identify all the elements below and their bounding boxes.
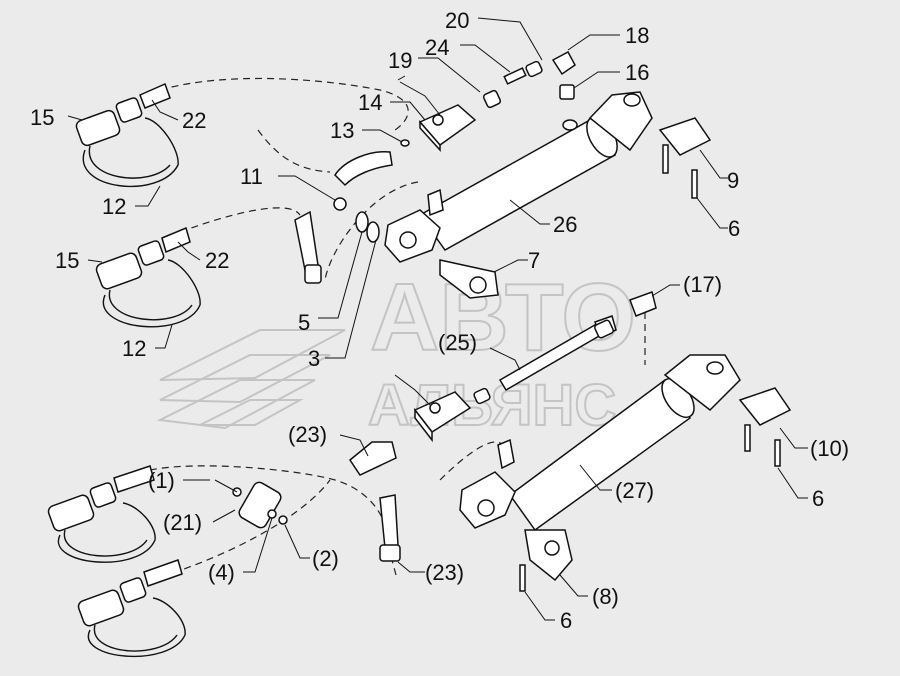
pins: [439, 117, 792, 592]
label-6b: 6: [812, 486, 824, 511]
part-labels: 20 18 24 19 16 14 15 22 13 9 11 12 26 6 …: [30, 8, 849, 633]
coupler-4: [77, 559, 186, 658]
coupler-3: [47, 465, 156, 563]
label-11: 11: [240, 164, 263, 189]
label-1: (1): [148, 468, 175, 493]
label-12a: 12: [102, 194, 126, 219]
label-19: 19: [388, 48, 412, 73]
coupler-2: [95, 226, 201, 328]
label-10: (10): [810, 436, 849, 461]
label-16: 16: [625, 60, 649, 85]
label-23a: (23): [288, 422, 327, 447]
label-12b: 12: [122, 336, 146, 361]
label-27: (27): [615, 478, 654, 503]
hose-b: [257, 129, 331, 173]
label-23b: (23): [425, 560, 464, 585]
hose-i: [391, 559, 397, 576]
watermark-line2: АЛЬЯНС: [368, 373, 616, 438]
cylinder-27: [459, 354, 741, 532]
hose-a: [159, 77, 409, 131]
label-22b: 22: [205, 248, 229, 273]
label-26: 26: [553, 212, 577, 237]
watermark-logo-mark: [156, 329, 346, 430]
watermark: АВТО АЛЬЯНС: [156, 263, 637, 439]
label-4: (4): [208, 560, 235, 585]
label-20: 20: [445, 8, 469, 33]
valve-upper: [397, 75, 477, 152]
label-9: 9: [727, 168, 739, 193]
label-24: 24: [425, 35, 449, 60]
label-22a: 22: [182, 108, 206, 133]
fittings: [214, 50, 657, 562]
label-6a: 6: [728, 216, 740, 241]
hose-d: [179, 207, 301, 233]
label-21: (21): [163, 510, 202, 535]
label-17: (17): [683, 272, 722, 297]
hose-e: [149, 465, 387, 541]
label-18: 18: [625, 23, 649, 48]
label-2: (2): [312, 546, 339, 571]
label-5: 5: [298, 310, 310, 335]
leader-lines: [67, 17, 808, 621]
coupler-1: [75, 82, 179, 188]
watermark-line1: АВТО: [370, 264, 636, 371]
valve-lower: [394, 374, 472, 443]
label-15a: 15: [30, 105, 54, 130]
label-6c: 6: [560, 608, 572, 633]
label-13: 13: [330, 118, 354, 143]
label-14: 14: [358, 90, 382, 115]
label-3: 3: [308, 346, 320, 371]
label-7: 7: [528, 248, 540, 273]
cylinder-26: [384, 91, 653, 263]
label-15b: 15: [55, 248, 79, 273]
label-25: (25): [438, 330, 477, 355]
label-8: (8): [592, 584, 619, 609]
